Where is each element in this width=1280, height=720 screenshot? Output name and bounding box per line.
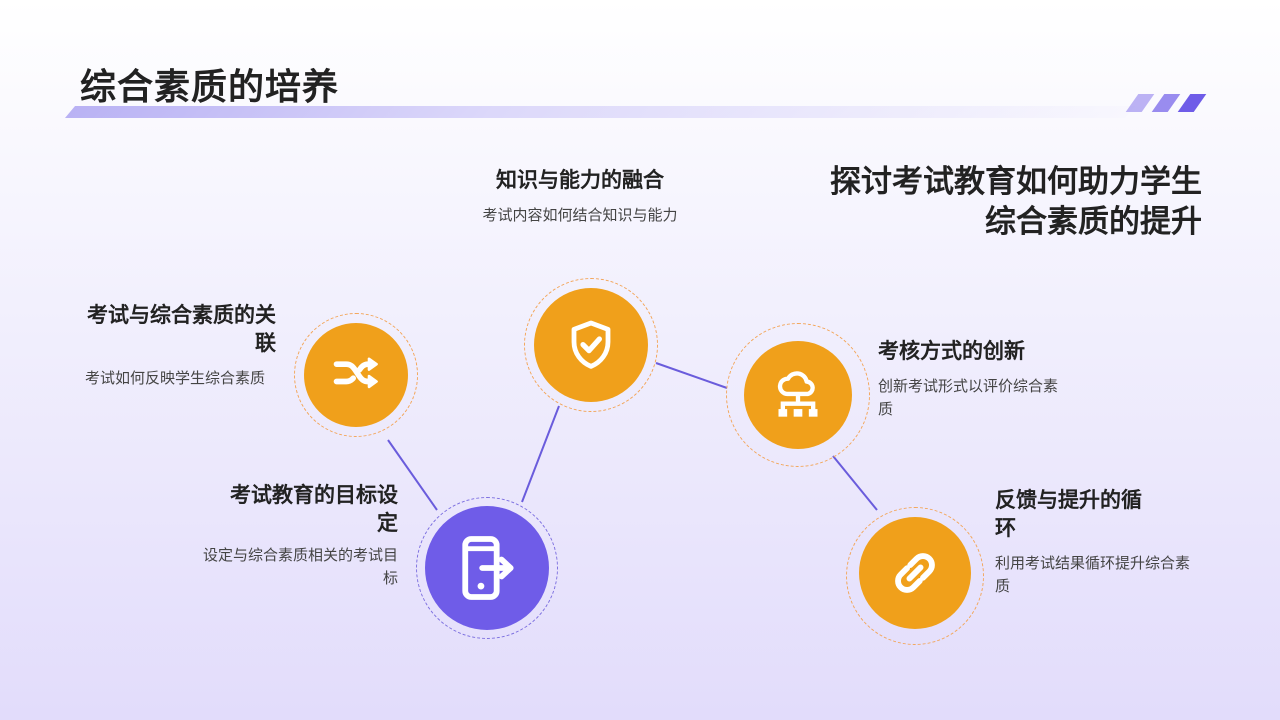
connector-n4-n5 xyxy=(832,455,878,511)
node-heading: 反馈与提升的循环 xyxy=(995,488,1142,540)
node-heading: 考试教育的目标设定 xyxy=(230,483,398,535)
node-exam-quality-link xyxy=(294,313,418,437)
node-heading: 考试与综合素质的关联 xyxy=(87,303,276,355)
node-heading: 考核方式的创新 xyxy=(878,339,1025,363)
shuffle-icon xyxy=(333,357,378,389)
node-exam-goal-setting xyxy=(416,497,558,639)
link-icon xyxy=(895,553,935,593)
node-description: 创新考试形式以评价综合素质 xyxy=(878,377,1059,418)
node-description: 考试内容如何结合知识与能力 xyxy=(482,206,678,224)
connector-n1-n2 xyxy=(387,439,438,511)
shield-check-icon xyxy=(571,320,611,369)
node-description: 考试如何反映学生综合素质 xyxy=(85,369,266,387)
node-assessment-innovation xyxy=(726,323,870,467)
connector-n2-n3 xyxy=(521,405,560,503)
node-feedback-loop xyxy=(846,507,984,645)
phone-exit-icon xyxy=(462,536,514,600)
node-heading: 知识与能力的融合 xyxy=(496,168,664,192)
node-description: 利用考试结果循环提升综合素质 xyxy=(995,554,1191,595)
connector-n3-n4 xyxy=(655,362,728,389)
node-description: 设定与综合素质相关的考试目标 xyxy=(202,546,398,587)
cloud-network-icon xyxy=(777,371,818,417)
page-subtitle: 探讨考试教育如何助力学生综合素质的提升 xyxy=(830,164,1202,240)
node-knowledge-ability xyxy=(524,278,658,412)
page-title: 综合素质的培养 xyxy=(80,67,340,108)
